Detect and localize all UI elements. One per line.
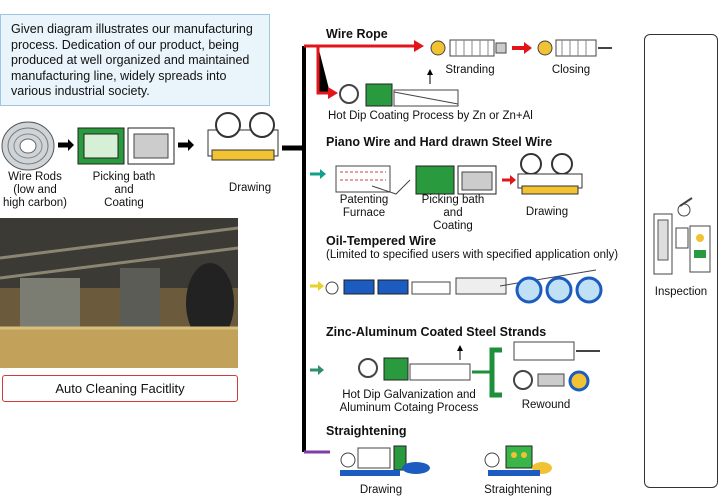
patenting-furnace-icon	[335, 165, 411, 195]
straightening-machine-icon	[484, 445, 552, 476]
facility-photo-graphic	[0, 218, 238, 368]
galv-line-2: Aluminum Cotaing Process	[339, 402, 479, 414]
galvanization-line-icon	[358, 345, 492, 381]
hot-dip-coating-icon	[339, 69, 459, 107]
hot-dip-coating-label: Hot Dip Coating Process by Zn or Zn+Al	[328, 110, 533, 122]
picking-bath-label-2: Picking bath and Coating	[416, 194, 490, 233]
inspection-label: Inspection	[654, 286, 708, 298]
straight-drawing-label: Drawing	[359, 484, 403, 496]
rewound-label: Rewound	[521, 399, 571, 411]
facility-label-text: Auto Cleaning Facitlity	[55, 381, 185, 396]
closing-machine-icon	[537, 39, 612, 57]
stranding-machine-icon	[430, 39, 507, 57]
hot-dip-galvanization-label: Hot Dip Galvanization and Aluminum Cotai…	[334, 389, 484, 415]
picking-bath-label: Picking bath and Coating	[86, 171, 162, 210]
inspection-machine-icon	[653, 197, 711, 275]
auto-cleaning-facility-label: Auto Cleaning Facitlity	[2, 375, 238, 402]
picking-line-3: Coating	[104, 197, 144, 209]
facility-photo	[0, 218, 238, 368]
picking2-line-3: Coating	[433, 220, 473, 232]
oil-tempered-title: Oil-Tempered Wire	[326, 234, 437, 248]
straightening-label: Straightening	[484, 484, 552, 496]
wire-rods-line-2: (low and	[13, 184, 57, 196]
patenting-furnace-label: Patenting Furnace	[336, 194, 392, 220]
wire-rods-label: Wire Rods (low and high carbon)	[0, 171, 70, 210]
intro-text: Given diagram illustrates our manufactur…	[11, 22, 253, 98]
picking-bath-icon-2	[415, 165, 497, 195]
oil-tempered-subtitle: (Limited to specified users with specifi…	[326, 249, 619, 261]
galv-line-1: Hot Dip Galvanization and	[342, 389, 476, 401]
picking-line-2: and	[114, 184, 134, 196]
intro-text-box: Given diagram illustrates our manufactur…	[0, 14, 270, 106]
wire-rods-coil-icon	[1, 121, 55, 171]
oil-tempered-line-icon	[325, 269, 603, 304]
wire-rods-line-3: high carbon)	[3, 197, 67, 209]
picking-line-1: Picking bath	[92, 171, 156, 183]
piano-wire-title: Piano Wire and Hard drawn Steel Wire	[326, 135, 553, 149]
patenting-line-2: Furnace	[342, 207, 386, 219]
zinc-aluminum-title: Zinc-Aluminum Coated Steel Strands	[326, 325, 547, 339]
drawing-machine-icon	[207, 112, 279, 161]
stranding-label: Stranding	[445, 64, 495, 76]
picking-bath-icon	[77, 127, 175, 165]
drawing-machine-icon-2	[517, 153, 583, 195]
closing-label: Closing	[551, 64, 591, 76]
rewound-machine-icon	[489, 341, 600, 398]
inspection-box	[644, 34, 718, 488]
straightening-drawing-icon	[304, 445, 430, 476]
drawing-label: Drawing	[228, 182, 272, 194]
straightening-title: Straightening	[326, 424, 407, 438]
wire-rope-title: Wire Rope	[326, 27, 388, 41]
piano-drawing-label: Drawing	[525, 206, 569, 218]
wire-rods-line-1: Wire Rods	[8, 171, 62, 183]
picking2-line-2: and	[443, 207, 463, 219]
picking2-line-1: Picking bath	[421, 194, 485, 206]
patenting-line-1: Patenting	[339, 194, 389, 206]
